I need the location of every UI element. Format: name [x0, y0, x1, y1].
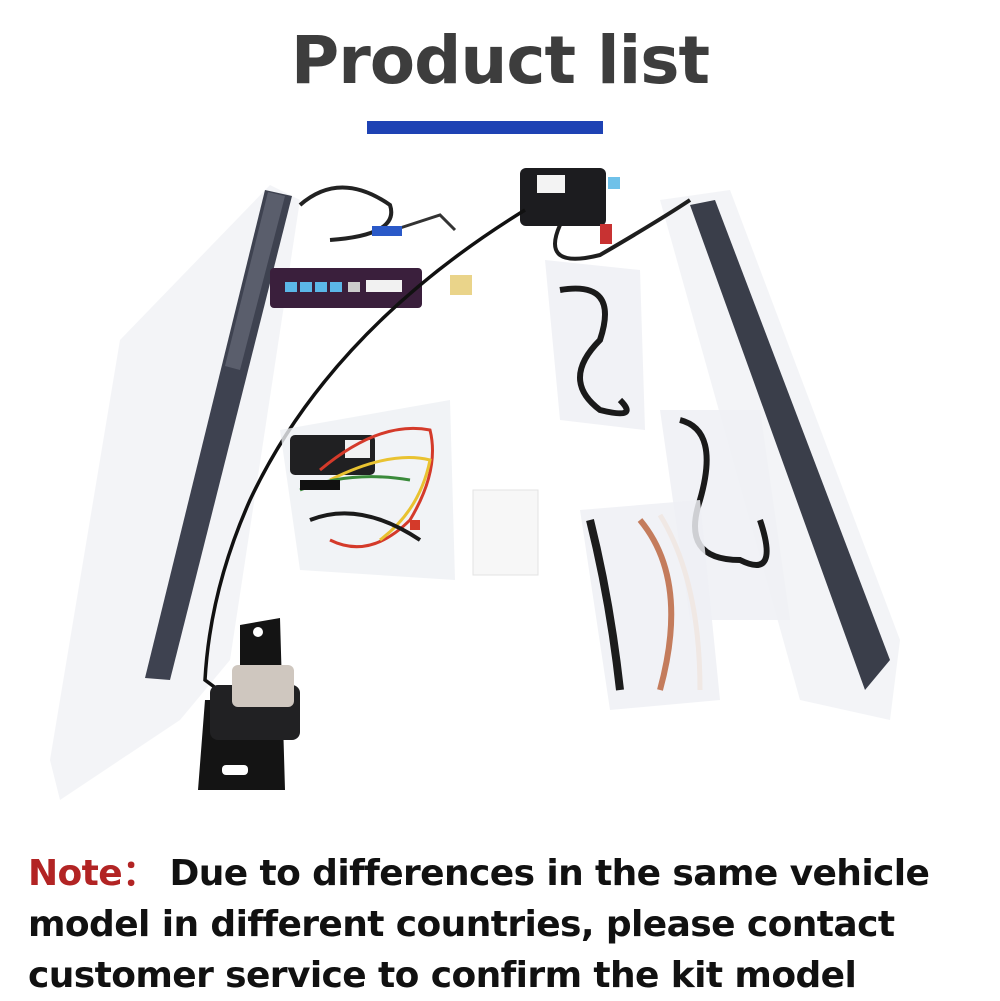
antenna-cable	[203, 208, 526, 702]
instruction-card	[472, 489, 539, 576]
wiring-harness	[280, 400, 455, 580]
note-label: Note：	[28, 853, 158, 894]
coiled-cables	[545, 260, 790, 710]
control-module	[270, 185, 457, 308]
page-title: Product list	[290, 22, 710, 99]
right-strut	[660, 190, 900, 720]
product-kit-photo	[50, 168, 900, 800]
top-controller	[520, 168, 692, 261]
kick-sensor-bracket	[198, 618, 300, 790]
title-underline	[367, 121, 603, 134]
note-body: Due to differences in the same vehicle m…	[28, 853, 930, 996]
note-text: Note： Due to differences in the same veh…	[28, 848, 993, 1001]
left-strut	[50, 185, 300, 800]
